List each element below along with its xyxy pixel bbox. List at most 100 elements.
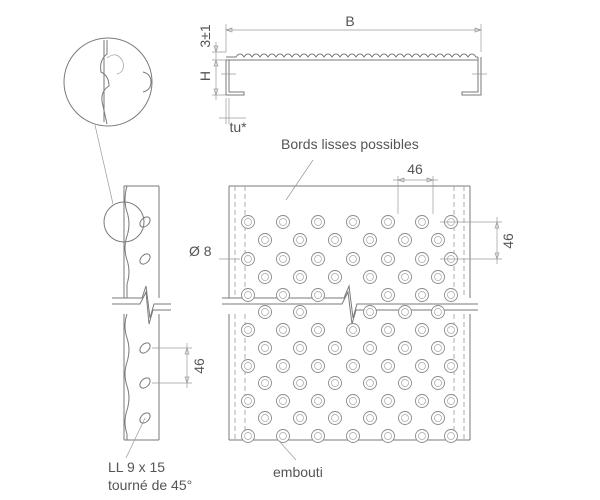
embossed-hole-inner (261, 379, 269, 387)
embossed-hole-inner (331, 414, 339, 422)
embossed-hole-inner (447, 362, 455, 370)
embossed-hole-inner (261, 414, 269, 422)
embossed-hole-inner (331, 344, 339, 352)
embossed-hole-inner (366, 273, 374, 281)
embossed-hole (328, 376, 342, 390)
embossed-hole-inner (384, 326, 392, 334)
embossed-hole (381, 252, 395, 266)
embossed-hole (398, 233, 412, 247)
embossed-hole-inner (401, 379, 409, 387)
embossed-hole-inner (261, 344, 269, 352)
embossed-hole-inner (447, 432, 455, 440)
embossed-hole (328, 233, 342, 247)
embossed-hole (258, 341, 272, 355)
embossed-hole-inner (434, 414, 442, 422)
embossed-hole (431, 411, 445, 425)
embossed-hole (398, 376, 412, 390)
embossed-hole-inner (349, 255, 357, 263)
embossed-hole-inner (279, 326, 287, 334)
embossed-hole-inner (434, 344, 442, 352)
embossed-hole (444, 288, 458, 302)
embossed-hole-inner (279, 397, 287, 405)
embossed-hole (415, 394, 429, 408)
embossed-hole (444, 429, 458, 443)
embossed-hole (431, 233, 445, 247)
embossed-hole-inner (447, 291, 455, 299)
embossed-hole-inner (366, 414, 374, 422)
embossed-callout: embouti (273, 441, 323, 480)
embossed-hole-inner (384, 255, 392, 263)
embossed-hole (328, 411, 342, 425)
embossed-hole (258, 305, 272, 319)
embossed-hole (311, 394, 325, 408)
embossed-hole (415, 252, 429, 266)
embossed-hole (328, 270, 342, 284)
embossed-hole (431, 270, 445, 284)
embossed-hole (293, 376, 307, 390)
dimension-hole-diameter: Ø 8 (189, 243, 240, 260)
embossed-hole (293, 305, 307, 319)
embossed-hole-inner (401, 273, 409, 281)
embossed-hole (328, 341, 342, 355)
thickness-label: tu* (229, 119, 247, 135)
embossed-hole (346, 429, 360, 443)
embossed-hole-inner (314, 397, 322, 405)
embossed-hole (381, 429, 395, 443)
embossed-hole-inner (296, 379, 304, 387)
embossed-hole-inner (296, 308, 304, 316)
embossed-hole-inner (418, 218, 426, 226)
embossed-hole (415, 215, 429, 229)
embossed-holes (241, 215, 458, 443)
embossed-hole-inner (279, 255, 287, 263)
embossed-hole-inner (447, 397, 455, 405)
right-pitch-label: 46 (500, 233, 516, 249)
embossed-hole-inner (434, 379, 442, 387)
embossed-hole-inner (296, 414, 304, 422)
hole-diameter-label: Ø 8 (189, 243, 212, 259)
embossed-hole (241, 215, 255, 229)
embossed-hole-inner (244, 362, 252, 370)
embossed-hole-inner (296, 236, 304, 244)
embossed-hole (363, 341, 377, 355)
detail-circle (63, 37, 153, 205)
embossed-hole (276, 429, 290, 443)
embossed-hole (381, 323, 395, 337)
embossed-hole (398, 305, 412, 319)
embossed-hole (346, 215, 360, 229)
embossed-hole-inner (384, 291, 392, 299)
embossed-hole (293, 270, 307, 284)
embossed-hole (276, 215, 290, 229)
embossed-hole (241, 323, 255, 337)
embossed-hole-inner (401, 308, 409, 316)
embossed-hole-inner (349, 218, 357, 226)
embossed-hole-inner (261, 308, 269, 316)
embossed-hole-inner (349, 397, 357, 405)
embossed-hole-inner (418, 291, 426, 299)
slot-callout: LL 9 x 15 tourné de 45° (108, 417, 192, 493)
embossed-hole-inner (434, 308, 442, 316)
smooth-edges-callout: Bords lisses possibles (281, 136, 419, 201)
embossed-hole-inner (384, 432, 392, 440)
embossed-hole-inner (434, 273, 442, 281)
embossed-hole (398, 270, 412, 284)
dimension-right-pitch: 46 (440, 217, 516, 264)
embossed-hole (241, 288, 255, 302)
embossed-hole-inner (418, 432, 426, 440)
embossed-hole (381, 288, 395, 302)
embossed-hole-inner (314, 255, 322, 263)
embossed-hole (381, 394, 395, 408)
slot-rotation-label: tourné de 45° (108, 477, 192, 493)
embossed-hole-inner (331, 273, 339, 281)
embossed-hole-inner (244, 291, 252, 299)
embossed-hole (311, 359, 325, 373)
embossed-hole (415, 429, 429, 443)
dimension-height: 3±1 H (197, 24, 226, 100)
embossed-hole-inner (296, 344, 304, 352)
embossed-label: embouti (273, 464, 323, 480)
embossed-hole (276, 323, 290, 337)
embossed-hole (398, 411, 412, 425)
embossed-hole (415, 323, 429, 337)
embossed-hole (311, 215, 325, 229)
dimension-h-label: H (197, 71, 213, 81)
embossed-hole-inner (418, 397, 426, 405)
